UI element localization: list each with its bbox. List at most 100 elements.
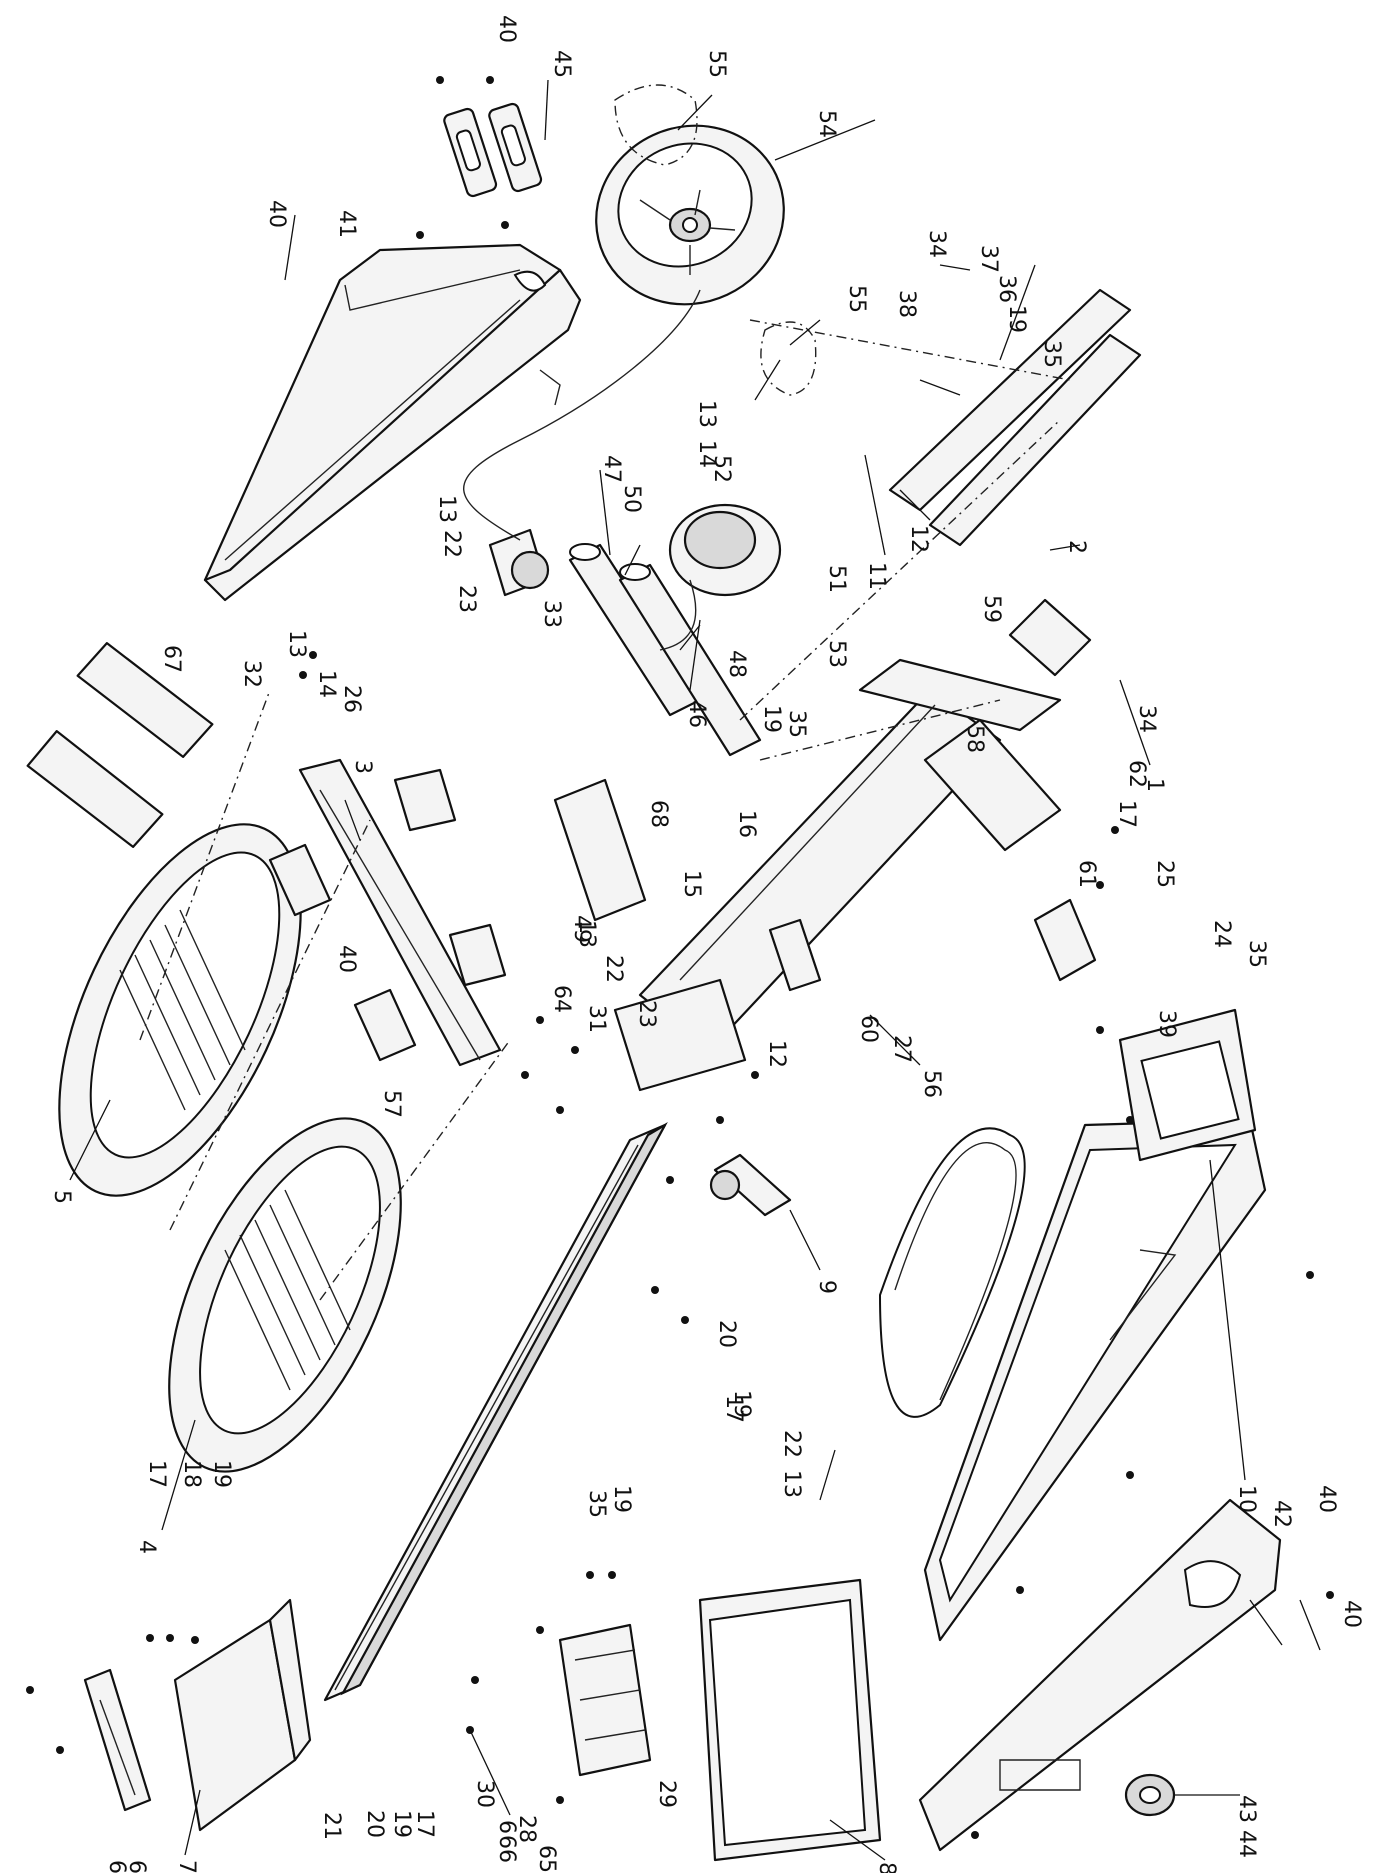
callout-40a: 40 <box>494 15 519 43</box>
callout-25: 25 <box>1152 860 1177 888</box>
callout-22a: 22 <box>439 530 464 558</box>
callout-40d: 40 <box>1314 1485 1339 1513</box>
callout-55a: 55 <box>704 50 729 78</box>
callout-41: 41 <box>334 210 359 238</box>
assembly-lines <box>139 319 1071 1301</box>
foot-straps <box>26 642 214 848</box>
callout-62: 62 <box>1124 760 1149 788</box>
callout-labels: 1 2 3 4 5 6 7 8 9 10 11 12 12 13 13 13 1… <box>49 15 1364 1873</box>
callout-19f: 19 <box>609 1485 634 1513</box>
callout-21: 21 <box>319 1812 344 1840</box>
callout-37: 37 <box>976 245 1001 273</box>
callout-6: 6 <box>494 1820 519 1834</box>
callout-45: 45 <box>549 50 574 78</box>
pedals <box>58 823 402 1473</box>
console-knob <box>463 289 701 597</box>
callout-13e: 13 <box>779 1470 804 1498</box>
callout-22b: 22 <box>601 955 626 983</box>
callout-10: 10 <box>1234 1485 1259 1513</box>
callout-38: 38 <box>894 290 919 318</box>
callout-12b: 12 <box>764 1040 789 1068</box>
callout-4: 4 <box>134 1540 159 1554</box>
callout-57: 57 <box>379 1090 404 1118</box>
callout-66: 66 <box>494 1835 519 1863</box>
callout-17d: 17 <box>412 1810 437 1838</box>
callout-49: 49 <box>569 915 594 943</box>
callout-43: 43 <box>1234 1795 1259 1823</box>
callout-39: 39 <box>1154 1010 1179 1038</box>
callout-42: 42 <box>1269 1500 1294 1528</box>
callout-13a: 13 <box>694 400 719 428</box>
callout-23a: 23 <box>454 585 479 613</box>
callout-46: 46 <box>684 700 709 728</box>
callout-24: 24 <box>1209 920 1234 948</box>
callout-60: 60 <box>856 1015 881 1043</box>
tension-knob <box>1124 1773 1176 1817</box>
drive-belt <box>878 1127 1026 1418</box>
callout-3: 3 <box>350 760 375 774</box>
callout-55b: 55 <box>844 285 869 313</box>
callout-34a: 34 <box>924 230 949 258</box>
callout-19b: 19 <box>759 705 784 733</box>
callout-13b: 13 <box>434 495 459 523</box>
callout-51: 51 <box>824 565 849 593</box>
callout-36: 36 <box>994 275 1019 303</box>
callout-44: 44 <box>1234 1830 1259 1858</box>
callout-16: 16 <box>734 810 759 838</box>
callout-15: 15 <box>679 870 704 898</box>
callout-30: 30 <box>472 1780 497 1808</box>
callout-28: 28 <box>514 1815 539 1843</box>
callout-17a: 17 <box>1114 800 1139 828</box>
callout-23b: 23 <box>634 1000 659 1028</box>
seat <box>698 1578 882 1862</box>
callout-12a: 12 <box>906 525 931 553</box>
callout-35b: 35 <box>784 710 809 738</box>
callout-29: 29 <box>654 1780 679 1808</box>
callout-13d: 13 <box>574 920 599 948</box>
end-cap <box>83 1668 152 1812</box>
callout-19c: 19 <box>729 1390 754 1418</box>
callout-5: 5 <box>49 1190 74 1204</box>
callout-64a: 64 <box>104 1860 129 1873</box>
callout-1: 1 <box>1142 778 1167 792</box>
callout-8: 8 <box>874 1862 899 1873</box>
callout-14a: 14 <box>694 440 719 468</box>
callout-7: 7 <box>174 1860 199 1873</box>
part-drawings <box>26 76 1334 1862</box>
left-side-shroud <box>203 243 582 602</box>
callout-33: 33 <box>539 600 564 628</box>
callout-56: 56 <box>919 1070 944 1098</box>
front-endcap <box>613 978 747 1092</box>
callout-9: 9 <box>814 1280 839 1294</box>
callout-47: 47 <box>599 455 624 483</box>
callout-17c: 17 <box>144 1460 169 1488</box>
callout-20a: 20 <box>714 1320 739 1348</box>
callout-35c: 35 <box>1244 940 1269 968</box>
callout-13c: 13 <box>284 630 309 658</box>
callout-68: 68 <box>646 800 671 828</box>
callout-40e: 40 <box>1339 1600 1364 1628</box>
callout-26: 26 <box>339 685 364 713</box>
callout-27: 27 <box>889 1035 914 1063</box>
callout-35d: 35 <box>584 1490 609 1518</box>
callout-leaders <box>69 79 1321 1861</box>
callout-20b: 20 <box>362 1810 387 1838</box>
callout-19a: 19 <box>1004 305 1029 333</box>
callout-19e: 19 <box>389 1810 414 1838</box>
pivot-knob <box>709 1153 792 1217</box>
callout-63: 63 <box>124 1860 149 1873</box>
callout-52: 52 <box>709 455 734 483</box>
rear-foot <box>173 1598 312 1832</box>
callout-22c: 22 <box>779 1430 804 1458</box>
callout-59: 59 <box>979 595 1004 623</box>
callout-58: 58 <box>962 725 987 753</box>
callout-61: 61 <box>1074 860 1099 888</box>
callout-35a: 35 <box>1039 340 1064 368</box>
callout-11: 11 <box>864 562 889 590</box>
callout-34b: 34 <box>1134 705 1159 733</box>
idler-rollers <box>568 543 762 757</box>
bracket-plate <box>553 778 647 922</box>
main-rail <box>323 1122 668 1702</box>
lower-right-shroud <box>918 1498 1282 1852</box>
